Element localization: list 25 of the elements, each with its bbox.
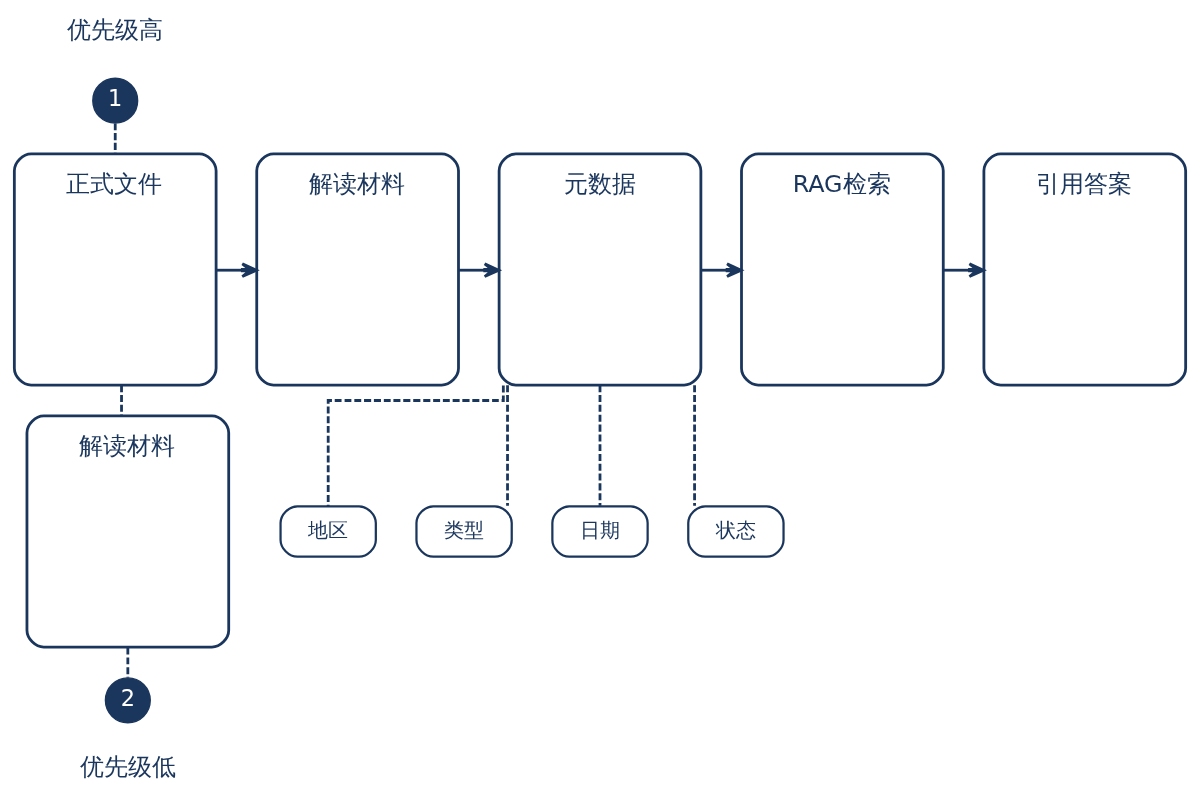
node-circle: 2 — [104, 676, 151, 723]
connector — [506, 384, 509, 506]
connector — [326, 384, 505, 506]
connector — [693, 384, 696, 506]
connector — [113, 122, 117, 154]
node-box: 解读材料 — [25, 414, 231, 648]
node-label: 优先级高 — [67, 15, 164, 44]
node-label: 优先级低 — [79, 752, 176, 781]
node-box: 类型 — [415, 504, 513, 558]
node-box: 解读材料 — [255, 152, 460, 386]
connector — [126, 646, 130, 678]
arrow — [701, 262, 743, 278]
arrow — [458, 262, 501, 278]
node-circle: 1 — [92, 77, 139, 124]
node-box: 日期 — [551, 504, 649, 558]
node-box: 地区 — [279, 504, 377, 558]
arrow — [943, 262, 985, 278]
node-box: 引用答案 — [982, 152, 1188, 386]
node-box: 元数据 — [497, 152, 703, 386]
connector — [598, 384, 602, 506]
arrow — [216, 262, 258, 278]
connector — [120, 384, 123, 416]
node-box: 状态 — [687, 504, 785, 558]
node-box: 正式文件 — [12, 152, 218, 386]
node-box: RAG检索 — [740, 152, 945, 386]
